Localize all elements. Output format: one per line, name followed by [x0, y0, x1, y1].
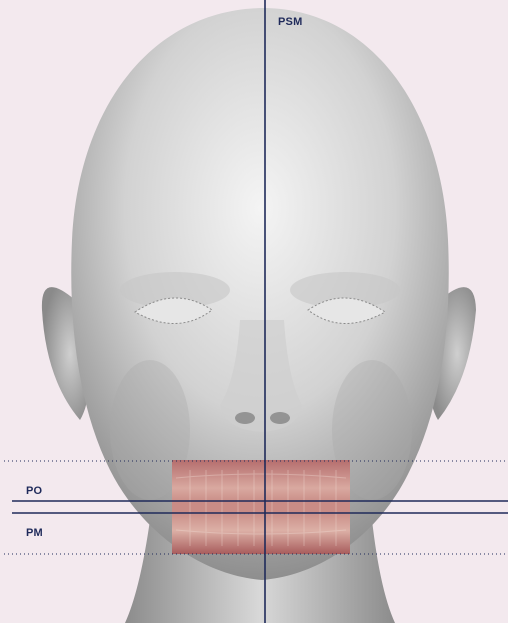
psm-label: PSM: [278, 16, 302, 28]
po-label: PO: [26, 485, 42, 497]
pm-label: PM: [26, 527, 43, 539]
